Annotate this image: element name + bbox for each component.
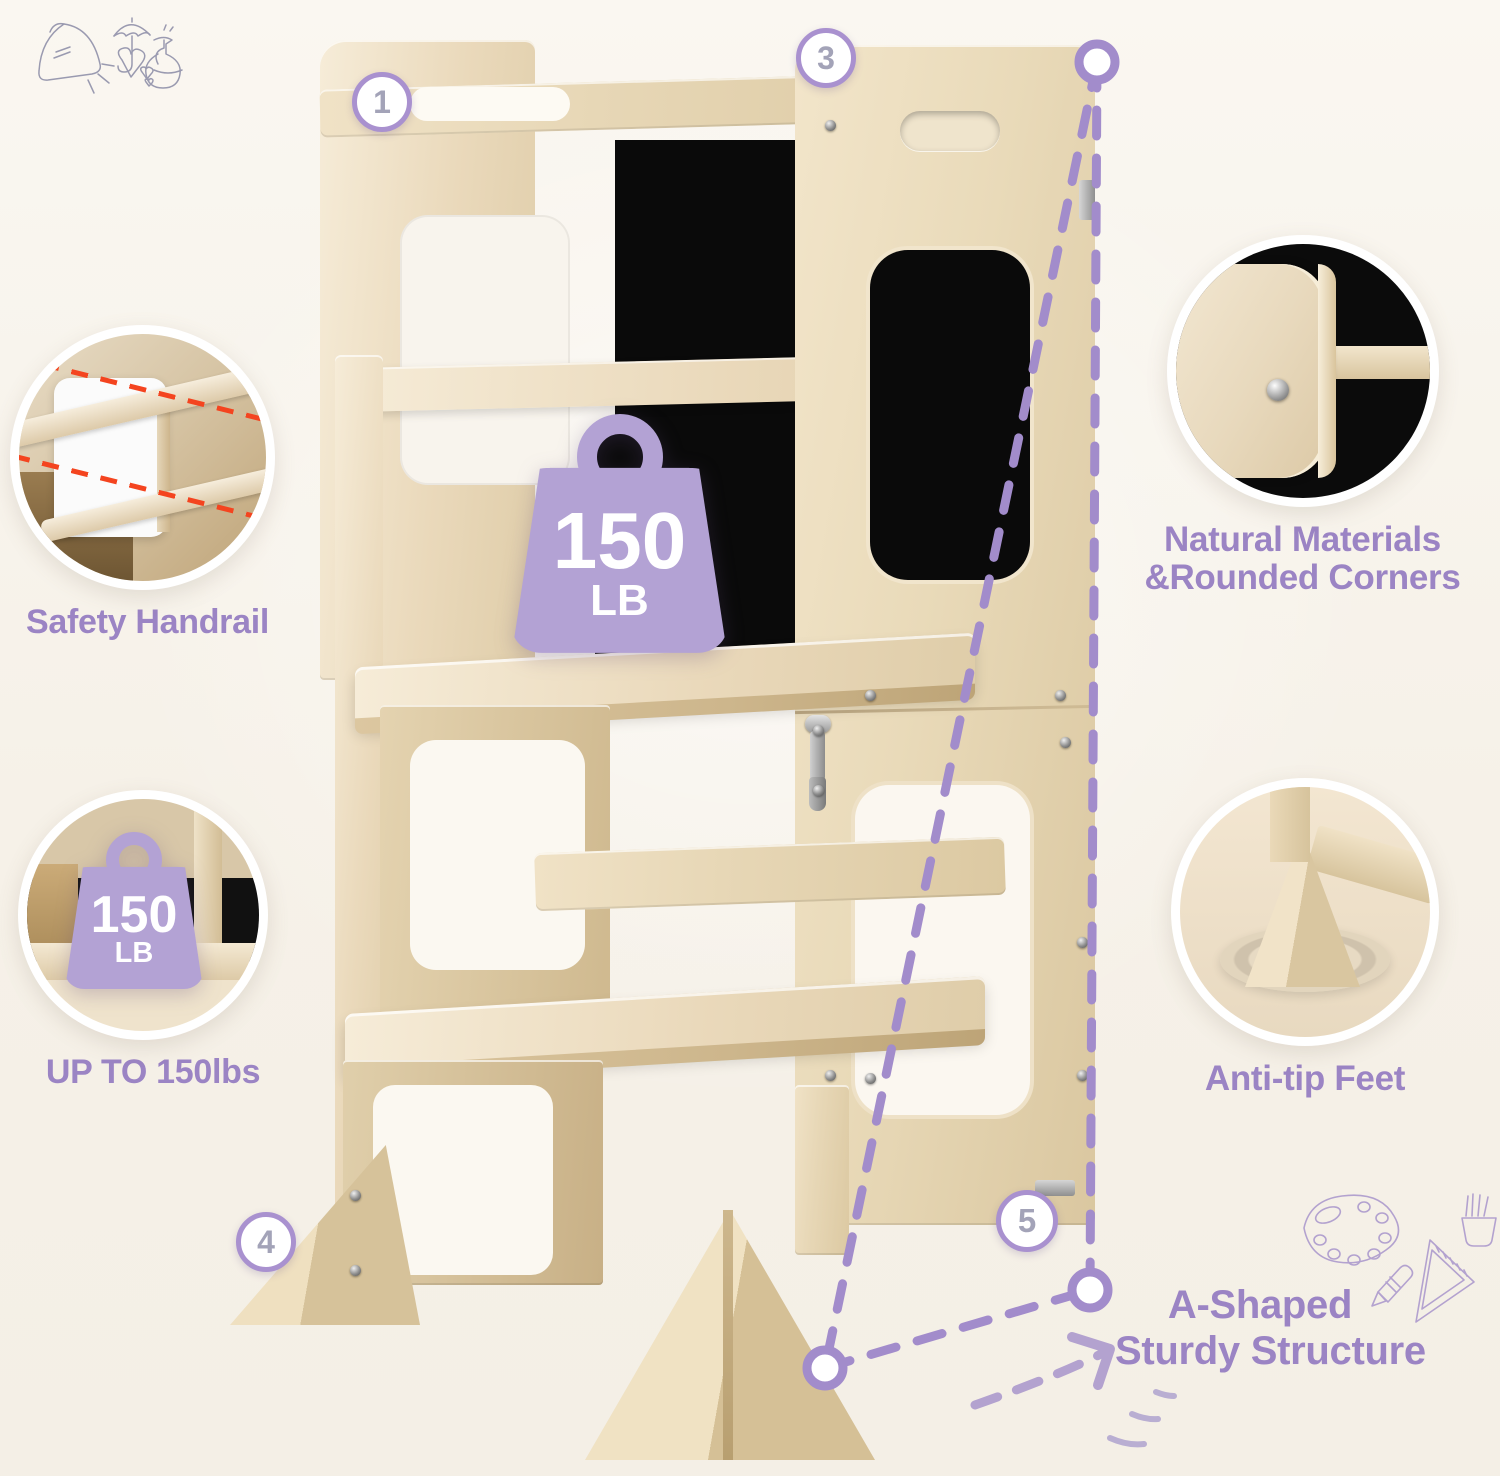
a-shaped-structure-line2: Sturdy Structure	[1115, 1329, 1426, 1374]
corner-scene-panel	[1175, 264, 1328, 478]
natural-materials-photo	[1175, 244, 1430, 498]
screw	[1060, 737, 1071, 748]
doodle-group-bottom-right	[1303, 1193, 1497, 1323]
screw	[865, 690, 876, 701]
weight-badge-value: 150	[552, 495, 687, 585]
screw	[865, 1073, 876, 1084]
left-panel-window-cutout	[400, 215, 570, 485]
anti-tip-feet-bubble	[1171, 778, 1439, 1046]
paint-palette-doodle	[1303, 1194, 1400, 1264]
weight-scene-post	[194, 799, 222, 957]
weight-badge-unit: LB	[114, 937, 154, 970]
side-panel-chalkboard-window	[870, 250, 1030, 580]
weight-capacity-photo: 150 LB	[27, 799, 259, 1031]
side-panel-carry-handle	[900, 111, 1000, 151]
product-photo	[225, 25, 1125, 1460]
screw	[813, 785, 824, 796]
marker-1-number: 1	[373, 83, 391, 120]
callout-a-shaped-structure: A-Shaped Sturdy Structure	[1115, 1282, 1495, 1375]
screw	[1077, 937, 1088, 948]
marker-4-number: 4	[257, 1223, 275, 1260]
weight-badge-value: 150	[90, 885, 178, 944]
pencil-doodle	[1377, 1264, 1414, 1303]
screw	[1055, 690, 1066, 701]
marker-3-number: 3	[817, 39, 835, 76]
callout-anti-tip-feet: Anti-tip Feet	[1140, 778, 1470, 1098]
screw	[1077, 1070, 1088, 1081]
natural-materials-bubble	[1166, 235, 1439, 507]
screw	[350, 1265, 361, 1276]
callout-weight-capacity: 150 LB UP TO 150lbs	[18, 790, 288, 1091]
weight-capacity-badge: 150 LB	[65, 831, 203, 996]
callout-natural-materials: Natural Materials &Rounded Corners	[1110, 235, 1495, 597]
tick-1	[1153, 1389, 1177, 1399]
marker-5[interactable]: 5	[996, 1190, 1058, 1252]
anti-tip-feet-photo	[1180, 787, 1430, 1037]
screw	[350, 1190, 361, 1201]
lamp-doodle	[49, 22, 65, 33]
marker-5-number: 5	[1017, 1202, 1037, 1239]
lamp-rays	[101, 63, 115, 67]
corner-scene-screw	[1266, 378, 1289, 401]
anti-tip-feet-label: Anti-tip Feet	[1204, 1059, 1406, 1098]
corner-scene-rail	[1322, 345, 1430, 379]
callout-safety-handrail: Safety Handrail	[10, 325, 285, 641]
weight-badge-body: 150 LB	[65, 866, 203, 989]
tick-3	[1107, 1435, 1147, 1448]
heart-doodle	[117, 47, 146, 78]
side-panel-lower-window	[855, 785, 1030, 1115]
safety-handrail-photo	[19, 334, 266, 581]
center-weight-badge: 150 LB	[512, 412, 727, 662]
safety-handrail-label: Safety Handrail	[25, 603, 270, 641]
weight-badge-body: 150 LB	[512, 467, 727, 653]
marker-4[interactable]: 4	[236, 1212, 296, 1272]
natural-materials-label-line2: &Rounded Corners	[1144, 557, 1461, 597]
marker-1[interactable]: 1	[352, 72, 412, 132]
antitip-scene-leg	[1270, 787, 1310, 862]
screw	[813, 725, 824, 736]
pencil-cup-doodle	[1461, 1217, 1497, 1247]
motion-ticks-doodle	[1107, 1389, 1177, 1448]
hinge-upper	[1079, 180, 1095, 220]
doodle-group-top-left	[38, 17, 183, 94]
flask-doodle	[155, 39, 165, 65]
rear-foot-center-ridge	[723, 1210, 733, 1460]
weight-capacity-label: UP TO 150lbs	[45, 1053, 261, 1091]
tick-2	[1129, 1411, 1161, 1423]
weight-badge-unit: LB	[590, 576, 649, 626]
corner-scene-rounded-edge	[1317, 264, 1336, 478]
weight-capacity-bubble: 150 LB	[18, 790, 268, 1040]
natural-materials-label-line1: Natural Materials	[1164, 520, 1441, 559]
screw	[825, 120, 836, 131]
triangle-ruler-doodle	[1415, 1239, 1475, 1323]
natural-materials-label: Natural Materials &Rounded Corners	[1110, 521, 1495, 597]
center-vertical-post	[795, 1085, 849, 1255]
a-shaped-structure-label: A-Shaped Sturdy Structure	[1115, 1282, 1495, 1375]
umbrella-doodle	[113, 24, 151, 37]
marker-3[interactable]: 3	[796, 28, 856, 88]
a-shaped-structure-line1: A-Shaped	[1167, 1283, 1353, 1327]
screw	[825, 1070, 836, 1081]
back-rail-handle-cutout	[410, 87, 570, 121]
safety-handrail-bubble	[10, 325, 275, 590]
